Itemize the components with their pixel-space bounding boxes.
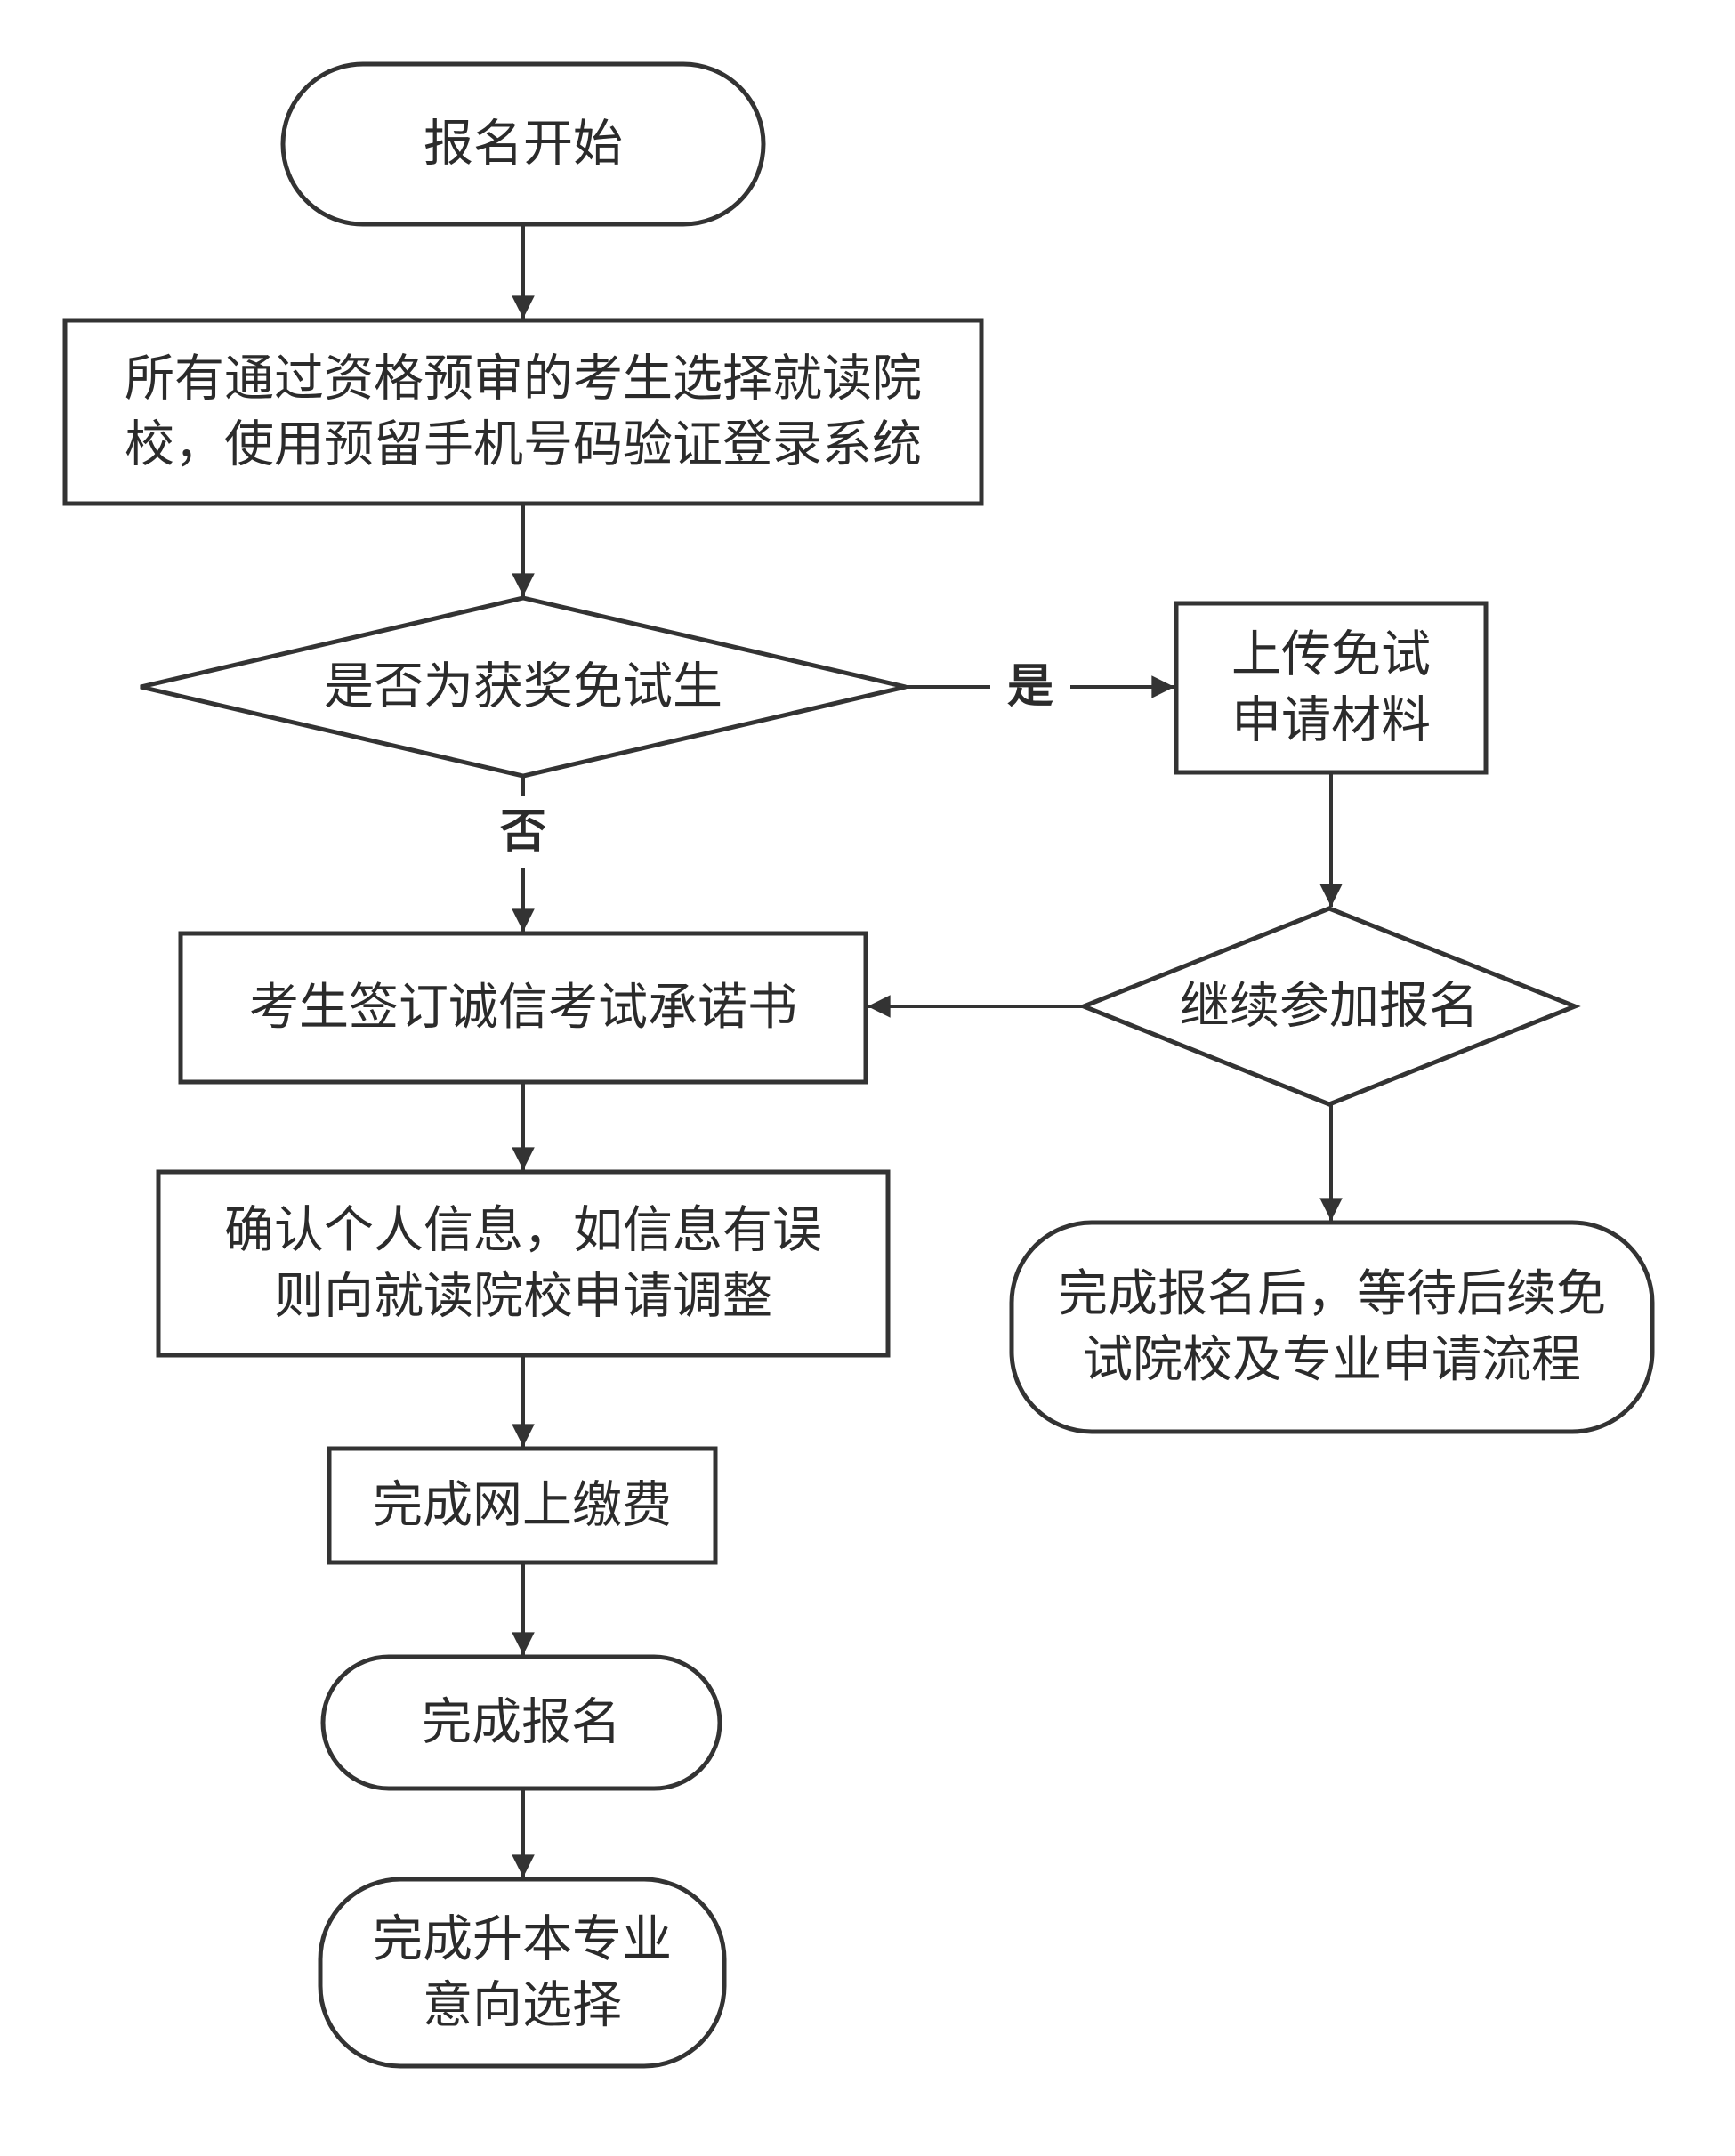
node-start: 报名开始: [280, 61, 766, 227]
terminal-shape: [320, 1654, 722, 1791]
node-label: 是否为获奖免试生: [324, 658, 722, 716]
process-shape: [1174, 601, 1489, 775]
node-payment: 完成网上缴费: [327, 1446, 718, 1565]
process-shape: [327, 1446, 718, 1565]
node-label: 申请材料: [1231, 692, 1431, 750]
terminal-shape: [280, 61, 766, 227]
terminal-shape: [1009, 1220, 1655, 1434]
process-shape: [178, 931, 868, 1085]
decision-shape: [1077, 906, 1581, 1107]
edge-award-check-to-upload: 是: [906, 660, 1174, 714]
edge-award-check-to-pledge: 否: [500, 776, 546, 932]
node-label: 上传免试: [1231, 626, 1431, 684]
node-label: 试院校及专业申请流程: [1083, 1331, 1581, 1389]
process-shape: [156, 1169, 891, 1358]
process-shape: [62, 318, 984, 506]
node-award-check: 是否为获奖免试生: [140, 595, 907, 779]
node-label: 则向就读院校申请调整: [274, 1268, 772, 1326]
node-label: 继续参加报名: [1180, 978, 1479, 1036]
decision-shape: [140, 595, 907, 779]
node-label: 校，使用预留手机号码验证登录系统: [125, 416, 922, 474]
node-label: 意向选择: [423, 1977, 622, 2035]
node-label: 报名开始: [424, 116, 623, 174]
node-done: 完成报名: [320, 1654, 722, 1791]
node-label: 完成报名后，等待后续免: [1058, 1265, 1606, 1323]
node-label: 确认个人信息，如信息有误: [224, 1202, 822, 1260]
terminal-shape: [318, 1877, 727, 2069]
node-pledge: 考生签订诚信考试承诺书: [178, 931, 868, 1085]
node-label: 完成升本专业: [373, 1911, 672, 1969]
nodes-layer: 报名开始所有通过资格预审的考生选择就读院校，使用预留手机号码验证登录系统是否为获…: [62, 61, 1655, 2069]
node-label: 所有通过资格预审的考生选择就读院: [125, 351, 922, 408]
edges-layer: 是否: [500, 224, 1343, 1877]
edge-label: 是: [1007, 660, 1053, 714]
node-label: 完成网上缴费: [373, 1477, 672, 1535]
node-label: 考生签订诚信考试承诺书: [249, 979, 797, 1037]
node-continue-check: 继续参加报名: [1077, 906, 1581, 1107]
node-label: 完成报名: [422, 1694, 621, 1752]
edge-label: 否: [500, 805, 546, 859]
